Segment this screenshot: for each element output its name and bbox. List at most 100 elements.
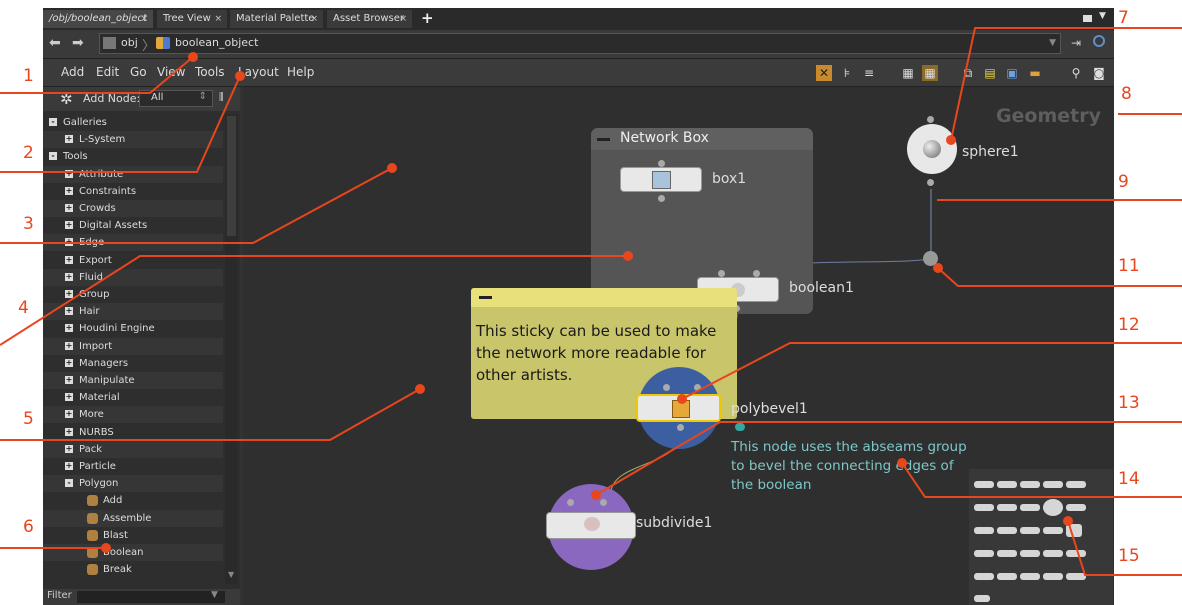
tab-tree-view[interactable]: Tree View × bbox=[157, 10, 227, 28]
network-view[interactable]: Geometry Network Box box1 bo bbox=[243, 87, 1114, 605]
list-icon[interactable]: ≡ bbox=[863, 66, 875, 80]
chevron-down-icon[interactable]: ▼ bbox=[211, 590, 218, 600]
input-connector[interactable] bbox=[567, 499, 574, 506]
tree-item[interactable]: Add bbox=[43, 492, 223, 509]
shape-swatch[interactable] bbox=[1043, 481, 1063, 488]
input-connector[interactable] bbox=[658, 160, 665, 167]
dot-icon[interactable]: ▬ bbox=[1029, 66, 1041, 80]
filter-input[interactable] bbox=[77, 591, 225, 603]
collapse-icon[interactable]: - bbox=[65, 479, 73, 487]
tree-item[interactable]: +Crowds bbox=[43, 200, 223, 217]
shape-swatch[interactable] bbox=[1043, 550, 1063, 557]
output-connector[interactable] bbox=[658, 195, 665, 202]
chevron-down-icon[interactable]: ▼ bbox=[1099, 11, 1106, 21]
shape-swatch[interactable] bbox=[974, 550, 994, 557]
input-connector[interactable] bbox=[927, 116, 934, 123]
add-tab-button[interactable]: + bbox=[421, 9, 434, 27]
shape-swatch[interactable] bbox=[997, 481, 1017, 488]
tab-material-palette[interactable]: Material Palette × bbox=[230, 10, 323, 28]
shape-swatch[interactable] bbox=[1066, 504, 1086, 511]
tab-asset-browser[interactable]: Asset Browser × bbox=[327, 10, 412, 28]
shape-swatch[interactable] bbox=[997, 573, 1017, 580]
input-connector[interactable] bbox=[718, 270, 725, 277]
collapse-icon[interactable]: - bbox=[49, 118, 57, 126]
pane-menu-icon[interactable] bbox=[1083, 15, 1092, 22]
input-connector[interactable] bbox=[663, 384, 670, 391]
tree-item[interactable]: +Attribute bbox=[43, 166, 223, 183]
tree-item[interactable]: +More bbox=[43, 406, 223, 423]
shape-swatch[interactable] bbox=[997, 527, 1017, 534]
sticky-header[interactable] bbox=[471, 288, 737, 307]
tree-item[interactable]: +Manipulate bbox=[43, 372, 223, 389]
menu-go[interactable]: Go bbox=[130, 65, 147, 79]
tree-item[interactable]: Break bbox=[43, 561, 223, 578]
path-field[interactable]: obj 〉 boolean_object ▼ bbox=[99, 33, 1061, 54]
add-node-filter-select[interactable]: All ⇕ bbox=[139, 90, 213, 107]
tree-item[interactable]: Assemble bbox=[43, 510, 223, 527]
expand-icon[interactable]: + bbox=[65, 323, 73, 332]
tree-item[interactable]: +Import bbox=[43, 338, 223, 355]
shape-swatch[interactable] bbox=[1020, 573, 1040, 580]
collapse-icon[interactable] bbox=[479, 296, 492, 299]
scrollbar-thumb[interactable] bbox=[227, 116, 236, 236]
output-connector[interactable] bbox=[927, 179, 934, 186]
tree-item[interactable]: +Digital Assets bbox=[43, 217, 223, 234]
expand-icon[interactable]: + bbox=[65, 134, 73, 143]
tree-item[interactable]: +Particle bbox=[43, 458, 223, 475]
menu-add[interactable]: Add bbox=[61, 65, 85, 79]
tree-item[interactable]: +Pack bbox=[43, 441, 223, 458]
expand-icon[interactable]: + bbox=[65, 444, 73, 453]
shape-swatch[interactable] bbox=[974, 595, 990, 602]
scrollbar[interactable]: ▼ bbox=[225, 114, 238, 584]
close-icon[interactable]: × bbox=[310, 14, 318, 24]
scroll-down-icon[interactable]: ▼ bbox=[228, 570, 235, 579]
node-shape-palette[interactable] bbox=[969, 469, 1113, 605]
tree-item[interactable]: +Export bbox=[43, 252, 223, 269]
tools-icon[interactable]: ✕ bbox=[816, 65, 832, 81]
expand-icon[interactable]: + bbox=[65, 306, 73, 315]
tree-item[interactable]: +Constraints bbox=[43, 183, 223, 200]
back-arrow-icon[interactable]: ⬅ bbox=[49, 35, 61, 51]
search-icon[interactable]: ⚲ bbox=[1071, 66, 1081, 80]
expand-icon[interactable]: + bbox=[65, 255, 73, 264]
output-connector[interactable] bbox=[677, 424, 684, 431]
expand-icon[interactable]: + bbox=[65, 272, 73, 281]
sphere1-node[interactable] bbox=[907, 124, 957, 174]
close-icon[interactable]: × bbox=[399, 14, 407, 24]
shape-swatch[interactable] bbox=[1066, 481, 1086, 488]
tree-item[interactable]: -Tools bbox=[43, 148, 223, 165]
expand-icon[interactable]: + bbox=[65, 461, 73, 470]
input-connector[interactable] bbox=[753, 270, 760, 277]
sticky-text[interactable]: This sticky can be used to make the netw… bbox=[476, 322, 717, 384]
close-icon[interactable]: × bbox=[214, 14, 222, 24]
wire-dot[interactable] bbox=[923, 251, 938, 266]
menu-help[interactable]: Help bbox=[287, 65, 315, 79]
expand-icon[interactable]: + bbox=[65, 427, 73, 436]
expand-icon[interactable]: + bbox=[65, 341, 73, 350]
path-dropdown-icon[interactable]: ▼ bbox=[1049, 38, 1056, 48]
shape-swatch[interactable] bbox=[1043, 527, 1063, 534]
input-connector[interactable] bbox=[694, 384, 701, 391]
tab-network[interactable]: /obj/boolean_object × bbox=[43, 10, 153, 28]
gear-icon[interactable]: ✲ bbox=[60, 90, 73, 108]
tree-item[interactable]: +Group bbox=[43, 286, 223, 303]
expand-panel-icon[interactable]: ⫼ bbox=[219, 92, 224, 103]
camera-icon[interactable]: ◙ bbox=[1093, 66, 1105, 80]
close-icon[interactable]: × bbox=[140, 14, 148, 24]
tree-item[interactable]: -Galleries bbox=[43, 114, 223, 131]
shape-swatch[interactable] bbox=[1043, 499, 1063, 516]
shape-swatch[interactable] bbox=[997, 504, 1017, 511]
subdivide1-node[interactable] bbox=[546, 512, 636, 539]
image-icon[interactable]: ▣ bbox=[1006, 66, 1018, 80]
shape-swatch[interactable] bbox=[974, 573, 994, 580]
expand-icon[interactable]: + bbox=[65, 169, 73, 178]
shape-swatch[interactable] bbox=[1020, 527, 1040, 534]
shape-swatch[interactable] bbox=[974, 504, 994, 511]
tree-item[interactable]: +Managers bbox=[43, 355, 223, 372]
tree-item[interactable]: Blast bbox=[43, 527, 223, 544]
shape-swatch[interactable] bbox=[1020, 550, 1040, 557]
tree-item[interactable]: +Fluid bbox=[43, 269, 223, 286]
expand-icon[interactable]: + bbox=[65, 375, 73, 384]
link-icon[interactable] bbox=[1093, 35, 1105, 47]
pin-icon[interactable]: ⇥ bbox=[1071, 36, 1082, 50]
